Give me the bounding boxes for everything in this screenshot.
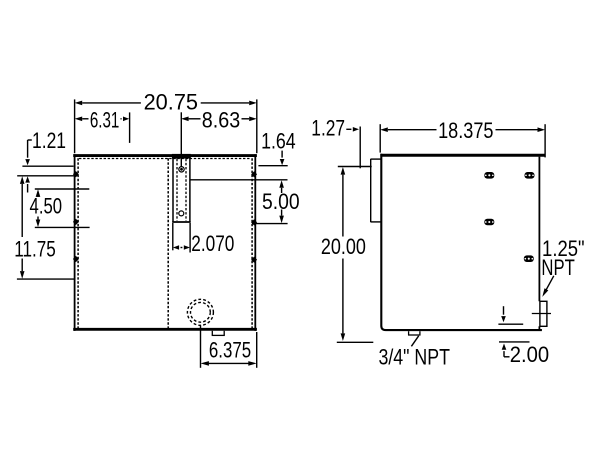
svg-text:8.63: 8.63 <box>202 108 240 133</box>
svg-text:3/4" NPT: 3/4" NPT <box>378 345 450 370</box>
svg-text:1.25": 1.25" <box>542 236 585 261</box>
svg-text:18.375: 18.375 <box>438 118 493 143</box>
svg-text:1.27: 1.27 <box>311 116 345 141</box>
svg-text:6.31: 6.31 <box>90 108 120 133</box>
svg-text:1.64: 1.64 <box>261 129 296 154</box>
svg-text:2.070: 2.070 <box>191 231 234 256</box>
svg-text:5.00: 5.00 <box>262 189 300 214</box>
svg-text:1.21: 1.21 <box>32 128 66 153</box>
svg-text:6.375: 6.375 <box>209 338 251 363</box>
svg-text:20.00: 20.00 <box>321 234 366 259</box>
svg-text:4.50: 4.50 <box>30 194 63 219</box>
svg-text:11.75: 11.75 <box>14 237 56 262</box>
svg-text:20.75: 20.75 <box>144 90 198 115</box>
svg-text:2.00: 2.00 <box>510 342 549 367</box>
svg-text:NPT: NPT <box>541 255 574 280</box>
